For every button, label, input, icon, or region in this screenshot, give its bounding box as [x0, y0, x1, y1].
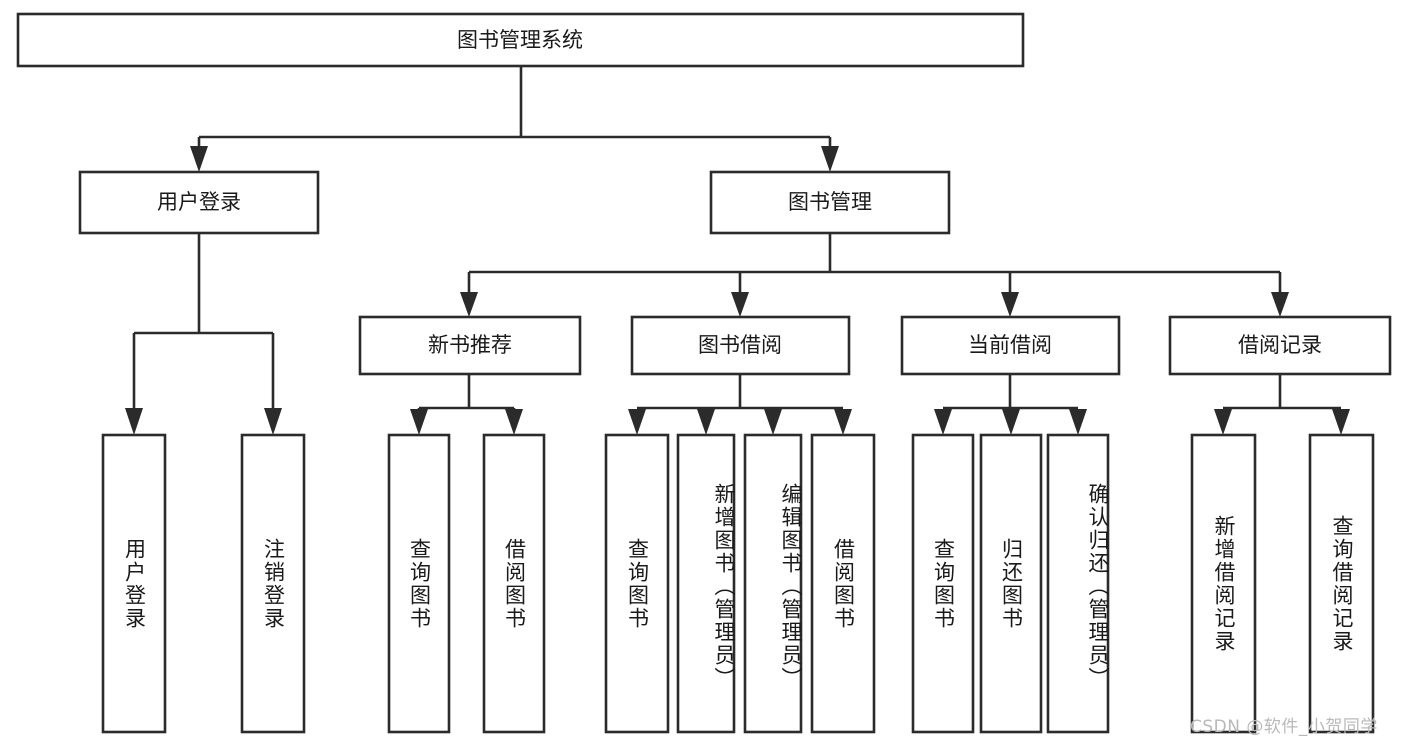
arrow-to-new-book-rec	[460, 292, 478, 317]
arrow-root-to-user-login	[190, 146, 208, 172]
node-box-leaf-user-login[interactable]	[101, 433, 167, 734]
arrow-root-to-book-manage	[821, 146, 839, 172]
node-label-book-borrow: 图书借阅	[698, 333, 782, 357]
node-box-leaf-logout[interactable]	[240, 433, 306, 734]
arrow-to-leaf-query-book-1	[410, 409, 428, 435]
node-box-leaf-return-book[interactable]	[979, 433, 1043, 734]
node-box-new-book-rec[interactable]	[358, 315, 582, 376]
node-book-management-system[interactable]: 图书管理系统	[16, 12, 1025, 68]
arrow-to-leaf-query-book-2	[628, 409, 646, 435]
arrow-to-leaf-borrow-book-2	[834, 409, 852, 435]
node-book-manage[interactable]: 图书管理	[709, 170, 951, 235]
node-label-user-login: 用户登录	[157, 190, 241, 214]
node-new-book-rec[interactable]: 新书推荐	[358, 315, 582, 376]
arrow-to-current-borrow	[1001, 292, 1019, 317]
node-label-current-borrow: 当前借阅	[968, 333, 1052, 357]
leaf-box-layer	[101, 433, 1375, 734]
node-user-login[interactable]: 用户登录	[78, 170, 320, 235]
node-label-borrow-record: 借阅记录	[1238, 333, 1322, 357]
node-label-book-manage: 图书管理	[788, 190, 872, 214]
arrow-to-leaf-add-book	[697, 409, 715, 435]
arrow-to-leaf-query-record	[1332, 409, 1350, 435]
node-box-leaf-confirm-return[interactable]	[1046, 433, 1110, 734]
node-label-new-book-rec: 新书推荐	[428, 333, 512, 357]
node-box-current-borrow[interactable]	[900, 315, 1121, 376]
csdn-watermark: CSDN @软件_小贺同学	[1190, 717, 1378, 737]
node-box-leaf-query-book-2[interactable]	[604, 433, 670, 734]
node-book-borrow[interactable]: 图书借阅	[630, 315, 851, 376]
node-box-leaf-edit-book[interactable]	[743, 433, 803, 734]
node-box-book-manage[interactable]	[709, 170, 951, 235]
arrow-to-borrow-record	[1271, 292, 1289, 317]
arrow-to-leaf-edit-book	[764, 409, 782, 435]
node-box-leaf-query-record[interactable]	[1308, 433, 1375, 734]
node-borrow-record[interactable]: 借阅记录	[1168, 315, 1392, 376]
node-box-root[interactable]	[16, 12, 1025, 68]
arrow-to-leaf-query-book-3	[934, 409, 952, 435]
node-box-leaf-borrow-book-1[interactable]	[482, 433, 546, 734]
arrow-to-leaf-add-record	[1214, 409, 1232, 435]
node-box-leaf-add-record[interactable]	[1190, 433, 1257, 734]
connector-layer	[125, 66, 1350, 435]
arrow-to-leaf-logout	[264, 408, 282, 435]
node-box-leaf-add-book[interactable]	[676, 433, 736, 734]
node-box-leaf-borrow-book-2[interactable]	[810, 433, 876, 734]
node-box-user-login[interactable]	[78, 170, 320, 235]
node-box-leaf-query-book-3[interactable]	[911, 433, 975, 734]
arrow-to-leaf-confirm-return	[1069, 409, 1087, 435]
node-label-root: 图书管理系统	[457, 28, 583, 52]
arrow-to-leaf-borrow-book-1	[505, 409, 523, 435]
arrow-to-leaf-return-book	[1002, 409, 1020, 435]
node-current-borrow[interactable]: 当前借阅	[900, 315, 1121, 376]
node-box-book-borrow[interactable]	[630, 315, 851, 376]
arrow-to-leaf-user-login	[125, 408, 143, 435]
node-box-leaf-query-book-1[interactable]	[387, 433, 451, 734]
arrow-to-book-borrow	[731, 292, 749, 317]
node-box-borrow-record[interactable]	[1168, 315, 1392, 376]
